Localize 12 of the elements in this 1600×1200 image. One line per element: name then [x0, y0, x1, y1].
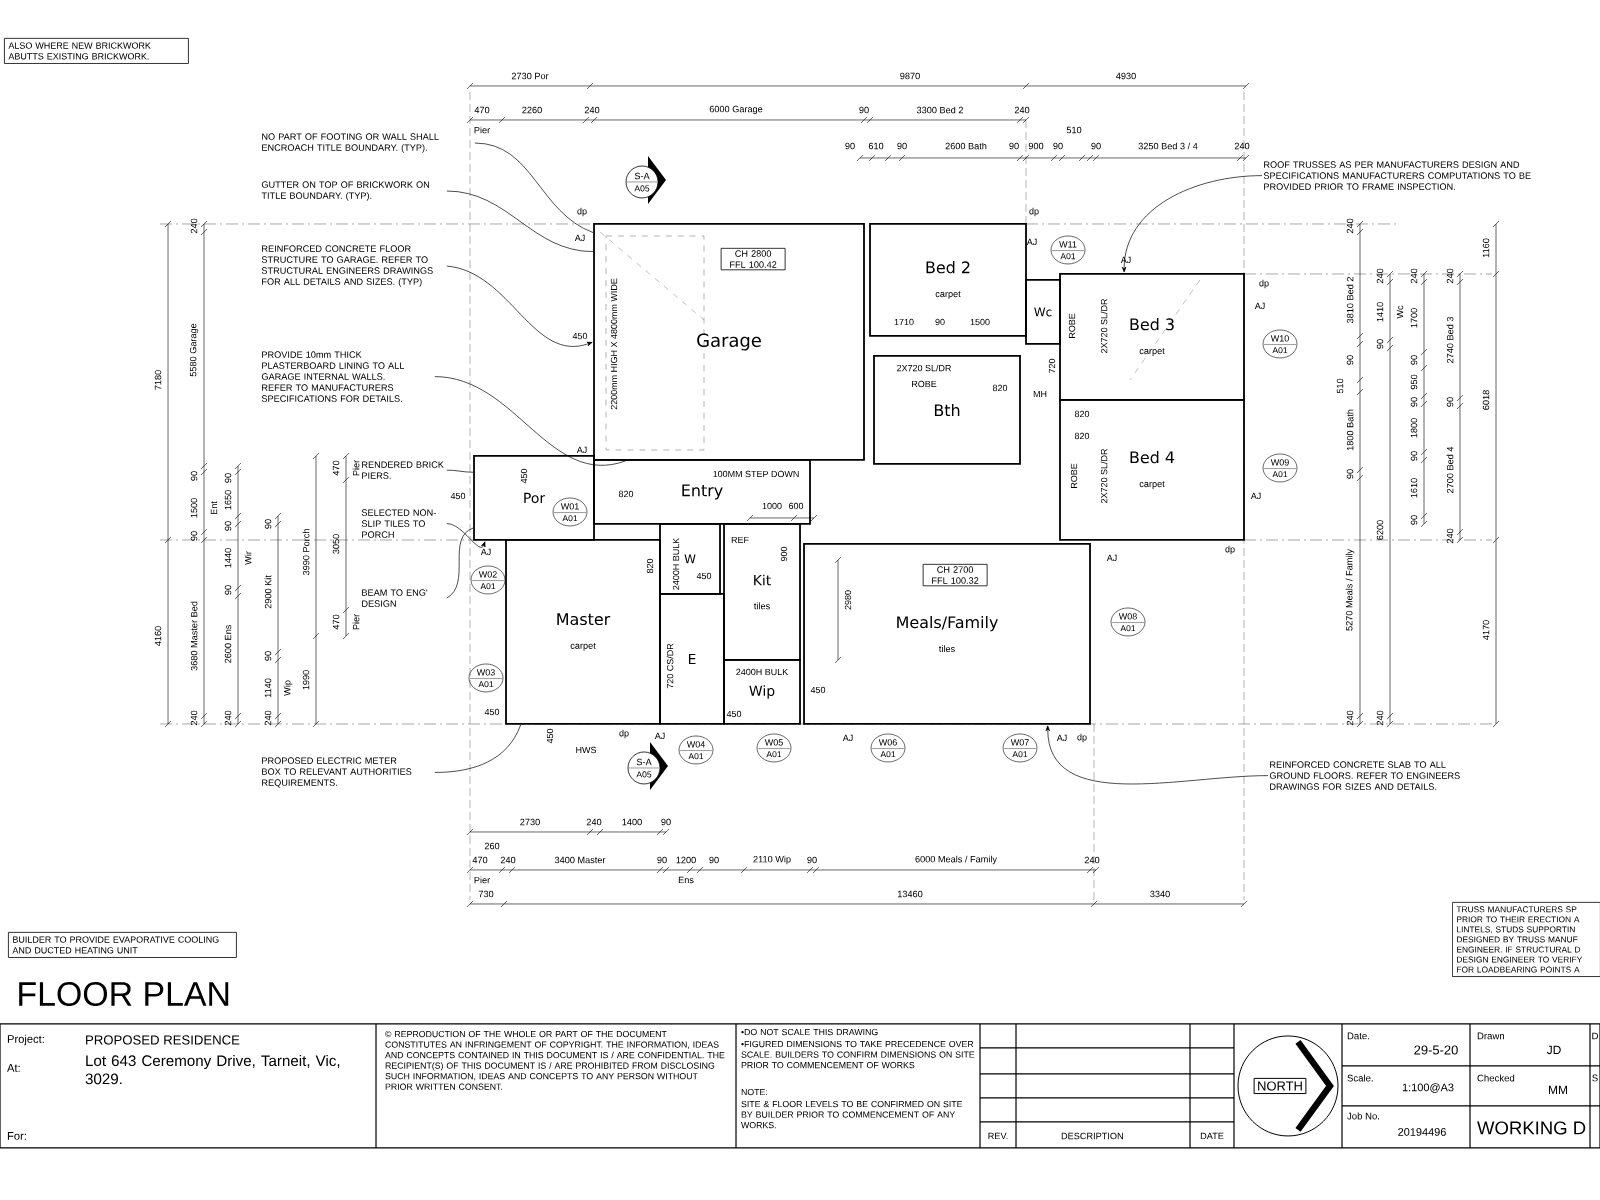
leader-line	[1045, 725, 1269, 785]
leader-line	[446, 527, 474, 599]
leader-line	[434, 724, 522, 773]
leader-line	[446, 265, 593, 347]
leader-line	[446, 469, 474, 473]
drawing-title: FLOOR PLAN	[19, 981, 229, 1006]
title-block-text: WORKING D	[1477, 1121, 1586, 1135]
leader-line	[474, 142, 594, 233]
leader-line	[434, 376, 627, 466]
leader-line	[446, 523, 486, 548]
leader-line	[1121, 175, 1263, 273]
leader-line	[446, 190, 594, 252]
